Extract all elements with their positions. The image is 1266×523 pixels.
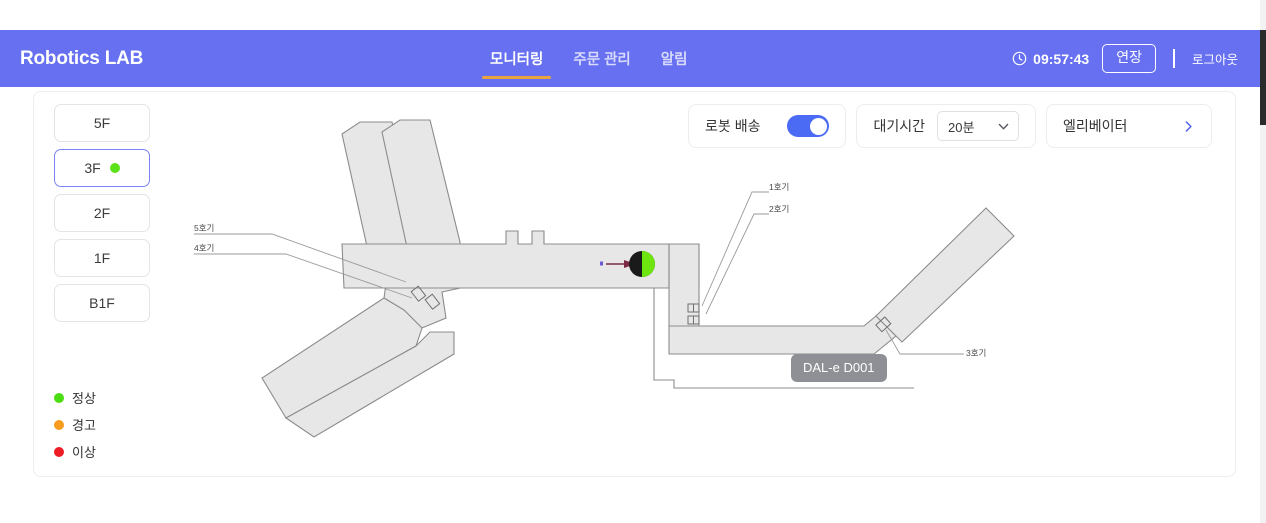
page-scrollbar-track[interactable]: [1260, 0, 1266, 523]
robot-delivery-control: 로봇 배송: [688, 104, 847, 148]
elevator-glyph-far-right: [875, 316, 892, 333]
label-elevator-3: 3호기: [966, 348, 986, 358]
robot-delivery-toggle[interactable]: [787, 115, 830, 137]
corridor-bottom-right: [668, 315, 897, 355]
elevator-glyph-junction: [410, 285, 441, 310]
legend-dot-normal: [54, 392, 64, 403]
leader-lines: [194, 191, 964, 355]
floor-button-1f[interactable]: 1F: [54, 239, 150, 277]
wait-time-value: 20분: [948, 119, 975, 135]
monitoring-card: 5F 3F 2F 1F B1F 정상 경고: [33, 91, 1236, 477]
chevron-right-icon: [1185, 120, 1192, 132]
toggle-knob: [809, 117, 827, 135]
legend-item-normal: 정상: [54, 388, 96, 407]
floor-button-b1f[interactable]: B1F: [54, 284, 150, 322]
header-right-group: 09:57:43 연장 로그아웃: [1012, 30, 1238, 87]
app-header: Robotics LAB 모니터링 주문 관리 알림 09:: [0, 30, 1260, 87]
floor-plan[interactable]: 5호기 4호기 1호기 2호기 3호기 DAL-e D001: [154, 92, 1234, 478]
tab-monitoring[interactable]: 모니터링: [481, 30, 552, 87]
robot-tooltip: DAL-e D001: [791, 354, 887, 382]
robot-delivery-label: 로봇 배송: [705, 118, 761, 134]
label-elevator-2: 2호기: [769, 204, 789, 214]
floor-button-2f[interactable]: 2F: [54, 194, 150, 232]
map-controls: 로봇 배송 대기시간 20분 엘리베이터: [688, 104, 1212, 148]
tab-notifications[interactable]: 알림: [661, 30, 688, 87]
status-legend: 정상 경고 이상: [54, 388, 96, 469]
logout-link[interactable]: 로그아웃: [1191, 53, 1238, 67]
robot-status-indicator: [642, 251, 655, 277]
elevator-glyph-right: [687, 303, 700, 325]
session-time-value: 09:57:43: [1033, 50, 1090, 67]
outline-wall-right: [653, 244, 914, 389]
wait-time-control: 대기시간 20분: [856, 104, 1036, 148]
header-divider: [1172, 49, 1175, 68]
floorplan-geometry: [194, 119, 1015, 438]
label-elevator-1: 1호기: [769, 182, 789, 192]
legend-dot-warning: [54, 419, 64, 430]
corridor-right-vertical: [668, 243, 700, 327]
clock-icon: [1012, 51, 1027, 66]
label-elevator-4: 4호기: [194, 243, 214, 253]
floor-button-3f[interactable]: 3F: [54, 149, 150, 187]
elevator-control[interactable]: 엘리베이터: [1046, 104, 1212, 148]
floorplan-labels: 5호기 4호기 1호기 2호기 3호기: [194, 182, 986, 358]
floor-button-1f-label: 1F: [93, 250, 111, 266]
legend-item-error: 이상: [54, 442, 96, 461]
wait-time-label: 대기시간: [873, 118, 925, 134]
floor-plan-svg: 5호기 4호기 1호기 2호기 3호기: [194, 119, 1015, 438]
legend-label-normal: 정상: [72, 391, 96, 406]
extend-session-button[interactable]: 연장: [1102, 44, 1156, 73]
tab-notifications-label: 알림: [660, 52, 688, 68]
brand-logo: Robotics LAB: [20, 47, 144, 69]
main-navigation: 모니터링 주문 관리 알림: [0, 30, 1260, 87]
robot-path-marker: [600, 261, 603, 266]
legend-item-warning: 경고: [54, 415, 96, 434]
page-scrollbar-thumb[interactable]: [1260, 30, 1266, 125]
label-elevator-5: 5호기: [194, 223, 214, 233]
tab-order-management-label: 주문 관리: [573, 52, 631, 68]
wait-time-select[interactable]: 20분: [937, 111, 1019, 141]
chevron-down-icon: [998, 123, 1009, 129]
corridor-lower-left-b: [284, 331, 455, 438]
legend-label-error: 이상: [72, 445, 96, 460]
floor-status-dot: [109, 163, 120, 173]
legend-label-warning: 경고: [72, 418, 96, 433]
floor-button-5f-label: 5F: [93, 115, 111, 131]
floor-button-3f-label: 3F: [84, 160, 101, 176]
elevator-label: 엘리베이터: [1063, 118, 1128, 134]
session-timer: 09:57:43: [1012, 51, 1089, 67]
floor-button-5f[interactable]: 5F: [54, 104, 150, 142]
legend-dot-error: [54, 446, 64, 457]
floor-button-2f-label: 2F: [93, 205, 111, 221]
floor-selector: 5F 3F 2F 1F B1F: [54, 104, 150, 329]
robot-marker[interactable]: [600, 251, 655, 277]
tab-order-management[interactable]: 주문 관리: [573, 30, 630, 87]
tab-monitoring-label: 모니터링: [490, 52, 544, 68]
corridor-far-right-diagonal: [875, 207, 1015, 343]
floor-button-b1f-label: B1F: [89, 295, 115, 311]
